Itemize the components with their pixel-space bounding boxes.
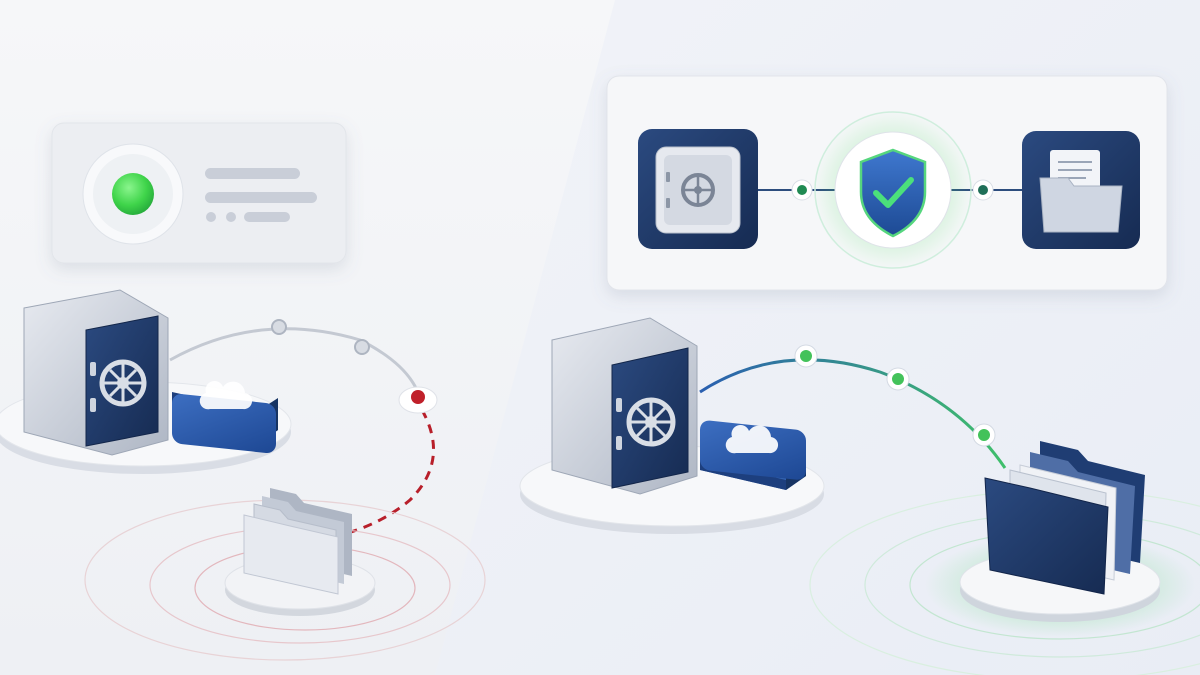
flow-step-safe — [638, 129, 758, 249]
status-indicator — [82, 143, 184, 245]
red-node — [398, 386, 438, 414]
connection-node — [972, 423, 996, 447]
flow-step-shield — [813, 110, 973, 270]
flow-step-folder — [1022, 131, 1140, 249]
connection-node — [794, 344, 818, 368]
connection-node — [886, 367, 910, 391]
right-folder-stack-icon — [984, 441, 1145, 595]
right-connection-solid — [699, 344, 1007, 469]
status-placeholder-lines — [205, 168, 317, 222]
left-safe-icon — [23, 289, 169, 456]
left-folder-stack-icon — [243, 488, 352, 595]
green-status-dot — [112, 173, 154, 215]
left-cloud-drive-icon — [172, 380, 278, 454]
right-cloud-drive-icon — [700, 420, 806, 490]
right-safe-icon — [551, 317, 698, 495]
left-connection-broken — [169, 319, 438, 537]
